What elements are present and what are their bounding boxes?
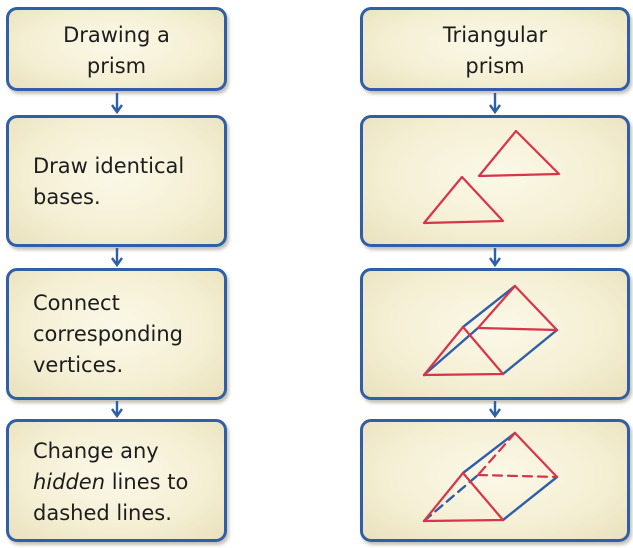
lower-base-triangle [422, 175, 505, 225]
right-arrow-2 [489, 248, 501, 268]
left-arrow-3 [111, 401, 123, 419]
figure-box-bases [360, 115, 630, 247]
step-2-text: Connect corresponding vertices. [33, 288, 183, 381]
step-2-line3: vertices. [33, 353, 124, 377]
step-1-line1: Draw identical [33, 154, 185, 178]
step-3-line1: Change any [33, 439, 159, 463]
step-3-line3: dashed lines. [33, 501, 172, 525]
step-3-text: Change any hidden lines to dashed lines. [33, 436, 188, 529]
figure-box-connected [360, 268, 630, 400]
back-base-triangle [476, 284, 559, 332]
left-arrow-2 [111, 248, 123, 268]
step-2-line2: corresponding [33, 322, 183, 346]
figure-connected-vertices [422, 284, 559, 377]
right-arrow-3 [489, 401, 501, 419]
figure-identical-bases [422, 129, 561, 225]
back-base-left-side [476, 431, 517, 477]
upper-base-triangle [477, 129, 561, 178]
step-1-text: Draw identical bases. [33, 151, 184, 213]
left-title-box: Drawing a prism [6, 7, 227, 91]
back-base-right-side [513, 431, 559, 479]
figure-hidden-lines-dashed [422, 431, 559, 523]
step-3-line2: hidden lines to [33, 467, 188, 498]
right-title-text: Triangular prism [363, 20, 627, 82]
front-base-triangle [422, 325, 505, 377]
right-title-box: Triangular prism [360, 7, 630, 91]
step-box-dashed-lines: Change any hidden lines to dashed lines. [6, 419, 227, 542]
figure-box-dashed [360, 419, 630, 542]
hidden-emphasis: hidden [33, 470, 106, 494]
step-box-connect-vertices: Connect corresponding vertices. [6, 268, 227, 400]
edge-left [422, 326, 480, 377]
step-box-draw-bases: Draw identical bases. [6, 115, 227, 247]
left-title-line1: Drawing a [63, 23, 170, 47]
back-base-bottom [476, 473, 559, 479]
front-base-triangle [422, 471, 505, 523]
edge-right [501, 328, 559, 376]
edge-right [501, 475, 559, 522]
right-title-line1: Triangular [442, 23, 548, 47]
right-title-line2: prism [465, 54, 525, 78]
edge-top [461, 431, 517, 475]
left-arrow-1 [111, 93, 123, 115]
left-title-text: Drawing a prism [9, 20, 224, 82]
right-arrow-1 [489, 93, 501, 115]
step-1-line2: bases. [33, 185, 101, 209]
edge-top [461, 284, 517, 329]
step-3-line2-rest: lines to [105, 470, 189, 494]
left-title-line2: prism [86, 54, 147, 78]
edge-hidden [422, 473, 480, 523]
step-2-line1: Connect [33, 291, 120, 315]
